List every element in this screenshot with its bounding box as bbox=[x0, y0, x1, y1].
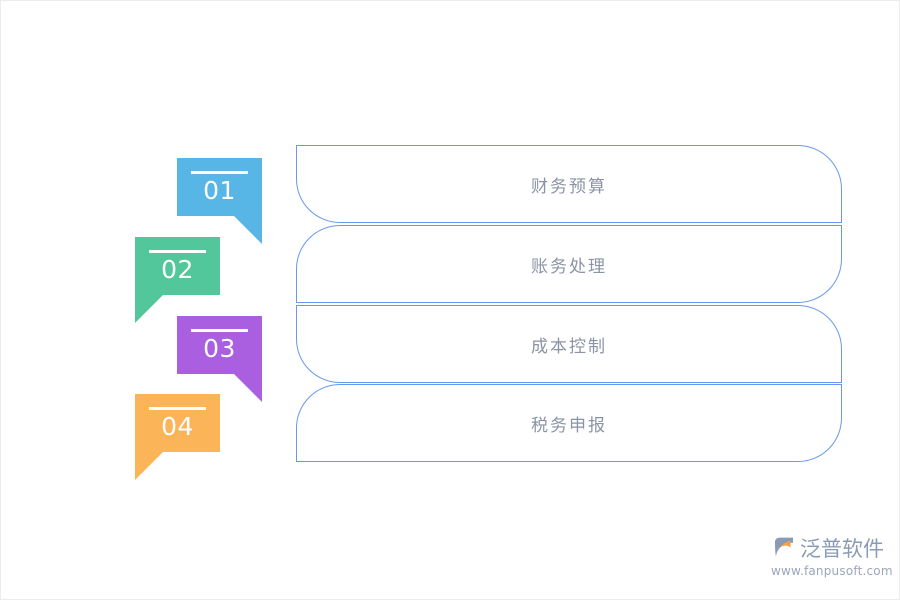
badge-tail-icon bbox=[135, 452, 163, 480]
watermark-brand-text: 泛普软件 bbox=[800, 537, 884, 561]
watermark-url: www.fanpusoft.com bbox=[771, 564, 893, 578]
badge-number: 02 bbox=[161, 255, 194, 284]
step-label-box-03[interactable]: 成本控制 bbox=[296, 305, 842, 383]
step-label-text: 成本控制 bbox=[531, 336, 607, 357]
badge-underline bbox=[191, 171, 248, 174]
step-badge-02[interactable]: 02 bbox=[135, 237, 220, 323]
badge-tail-icon bbox=[135, 295, 163, 323]
badge-number: 01 bbox=[203, 176, 236, 205]
step-label-box-02[interactable]: 账务处理 bbox=[296, 225, 842, 303]
badge-underline bbox=[149, 407, 206, 410]
badge-body bbox=[177, 158, 262, 216]
step-badge-03[interactable]: 03 bbox=[177, 316, 262, 402]
fanpu-logo-icon bbox=[771, 536, 797, 562]
step-label-text: 税务申报 bbox=[531, 415, 607, 436]
watermark-brand-row: 泛普软件 bbox=[771, 536, 884, 562]
step-label-text: 财务预算 bbox=[531, 176, 607, 197]
step-label-box-04[interactable]: 税务申报 bbox=[296, 384, 842, 462]
badge-underline bbox=[149, 250, 206, 253]
badge-body bbox=[135, 394, 220, 452]
step-badge-04[interactable]: 04 bbox=[135, 394, 220, 480]
badge-tail-icon bbox=[234, 216, 262, 244]
badge-tail-icon bbox=[234, 374, 262, 402]
step-label-text: 账务处理 bbox=[531, 256, 607, 277]
badge-underline bbox=[191, 329, 248, 332]
badge-number: 03 bbox=[203, 334, 236, 363]
badge-body bbox=[135, 237, 220, 295]
badge-body bbox=[177, 316, 262, 374]
watermark-logo: 泛普软件 www.fanpusoft.com bbox=[771, 536, 893, 586]
step-label-box-01[interactable]: 财务预算 bbox=[296, 145, 842, 223]
step-badge-01[interactable]: 01 bbox=[177, 158, 262, 244]
badge-number: 04 bbox=[161, 412, 194, 441]
